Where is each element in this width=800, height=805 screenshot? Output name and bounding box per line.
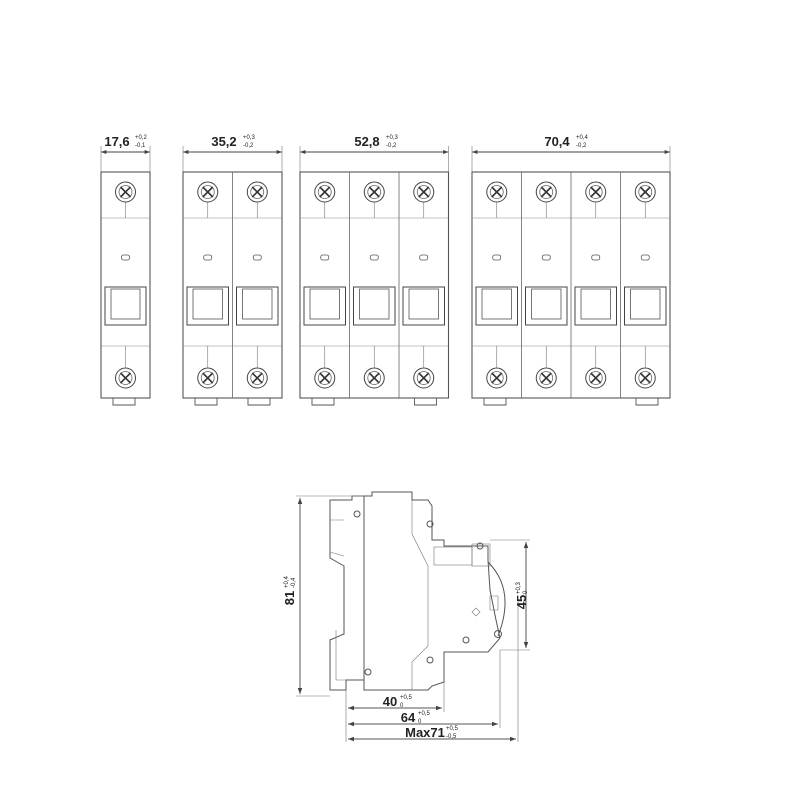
side-body-main (363, 491, 501, 691)
toggle-inner (531, 288, 562, 320)
toggle-height-tol-minus: 0 (523, 590, 529, 594)
terminal-screw-bottom-icon (363, 367, 385, 389)
side-hole-bottom (364, 668, 372, 676)
front-view (100, 146, 671, 406)
width-tol-plus-1pole: +0,2 (135, 135, 148, 141)
indicator-slot (541, 254, 551, 261)
side-labels: 81 +0,4 -0,4 45 +0,3 0 40 +0,5 0 64 +0,5… (282, 575, 529, 740)
terminal-screw-bottom-icon (634, 367, 656, 389)
side-inner-contour (411, 500, 429, 690)
side-view (329, 491, 506, 691)
depth-front-tol-plus: +0,5 (400, 695, 413, 701)
indicator-slot (252, 254, 262, 261)
toggle-height-label: 45 (514, 595, 529, 609)
indicator-slot (492, 254, 502, 261)
din-rail-clip (194, 398, 218, 406)
terminal-screw-bottom-icon (314, 367, 336, 389)
breaker-1pole (100, 146, 151, 406)
terminal-screw-bottom-icon (585, 367, 607, 389)
terminal-screw-bottom-icon (486, 367, 508, 389)
side-rail-clip (329, 519, 346, 681)
terminal-screw-top-icon (314, 181, 336, 203)
indicator-slot (203, 254, 213, 261)
width-tol-plus-4pole: +0,4 (576, 135, 589, 141)
toggle-lever (487, 561, 506, 637)
toggle-inner (110, 288, 141, 320)
side-hole-top (353, 510, 361, 518)
side-hole-lower (426, 656, 434, 664)
terminal-screw-bottom-icon (535, 367, 557, 389)
toggle-inner (481, 288, 512, 320)
depth-toggle-tol-minus: 0 (418, 719, 422, 725)
indicator-slot (640, 254, 650, 261)
depth-max-tol-plus: +0,5 (446, 726, 459, 732)
depth-front-tol-minus: 0 (400, 703, 404, 709)
breaker-4pole (471, 146, 671, 406)
toggle-inner (630, 288, 661, 320)
din-rail-clip (635, 398, 659, 406)
terminal-screw-top-icon (363, 181, 385, 203)
indicator-slot (419, 254, 429, 261)
indicator-slot (369, 254, 379, 261)
breaker-2pole (182, 146, 283, 406)
terminal-screw-top-icon (585, 181, 607, 203)
terminal-screw-top-icon (115, 181, 136, 203)
depth-toggle-tol-plus: +0,5 (418, 711, 431, 717)
side-body-left (329, 495, 365, 691)
height-tol-plus: +0,4 (284, 575, 290, 588)
side-dimensions (296, 495, 530, 742)
width-label-4pole: 70,4 (544, 134, 570, 149)
terminal-screw-top-icon (486, 181, 508, 203)
depth-front-label: 40 (383, 694, 397, 709)
side-hole-lever (494, 630, 502, 638)
terminal-screw-top-icon (413, 181, 435, 203)
side-hole-upper (426, 520, 434, 528)
toggle-inner (580, 288, 611, 320)
din-rail-clip (414, 398, 437, 406)
width-tol-minus-2pole: -0,2 (243, 143, 254, 149)
terminal-screw-top-icon (535, 181, 557, 203)
indicator-slot (591, 254, 601, 261)
width-tol-minus-1pole: -0,1 (135, 143, 146, 149)
indicator-slot (121, 254, 130, 261)
width-label-2pole: 35,2 (211, 134, 236, 149)
toggle-inner (359, 288, 390, 320)
terminal-screw-bottom-icon (197, 367, 219, 389)
toggle-inner (192, 288, 223, 320)
indicator-slot (320, 254, 330, 261)
terminal-screw-top-icon (634, 181, 656, 203)
terminal-screw-top-icon (246, 181, 268, 203)
breaker-3pole (299, 146, 450, 406)
depth-max-tol-minus: -0,5 (446, 734, 457, 740)
depth-max-label: Max71 (405, 725, 445, 740)
width-tol-minus-3pole: -0,2 (386, 143, 397, 149)
terminal-screw-bottom-icon (413, 367, 435, 389)
din-rail-clip (247, 398, 271, 406)
depth-toggle-label: 64 (401, 710, 416, 725)
toggle-frame (471, 543, 491, 567)
side-hole-pivot (462, 636, 470, 644)
terminal-screw-top-icon (197, 181, 219, 203)
height-tol-minus: -0,4 (291, 577, 297, 588)
toggle-height-tol-plus: +0,3 (516, 581, 522, 594)
side-hole-toggle (476, 542, 484, 550)
toggle-inner (408, 288, 439, 320)
din-rail-clip (311, 398, 335, 406)
toggle-inner (242, 288, 273, 320)
din-rail-clip (483, 398, 507, 406)
width-labels: 17,6 +0,2 -0,1 35,2 +0,3 -0,2 52,8 +0,3 … (104, 134, 588, 149)
width-label-1pole: 17,6 (104, 134, 129, 149)
din-rail-clip (112, 398, 136, 406)
toggle-inner (309, 288, 340, 320)
width-label-3pole: 52,8 (354, 134, 379, 149)
terminal-screw-bottom-icon (115, 367, 136, 389)
terminal-screw-bottom-icon (246, 367, 268, 389)
height-label: 81 (282, 591, 297, 605)
width-tol-plus-2pole: +0,3 (243, 135, 256, 141)
width-tol-minus-4pole: -0,2 (576, 143, 587, 149)
width-tol-plus-3pole: +0,3 (386, 135, 399, 141)
